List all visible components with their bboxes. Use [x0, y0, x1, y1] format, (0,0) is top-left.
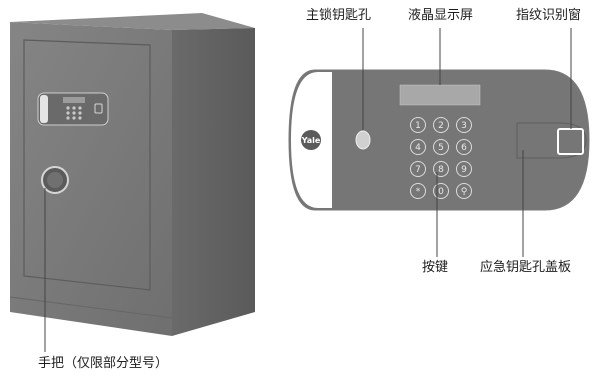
safe-keypad-panel [37, 92, 109, 126]
keypad-key: 3 [456, 117, 472, 133]
keypad-key-ring [410, 183, 426, 199]
keypad-key-ring [433, 117, 449, 133]
keypad-key-ring [410, 161, 426, 177]
keypad-key-ring [410, 139, 426, 155]
handle-label: 手把（仅限部分型号） [38, 356, 169, 371]
lcd-screen [399, 84, 481, 106]
keypad-key: 9 [456, 161, 472, 177]
keypad-key-label: 0 [438, 187, 444, 197]
yale-logo: Yale [301, 130, 321, 150]
keypad-key-ring [433, 183, 449, 199]
fingerprint-window-label: 指纹识别窗 [516, 8, 582, 23]
keypad-key-label: 2 [438, 121, 444, 131]
keypad-key-ring [433, 161, 449, 177]
safe-side-face [172, 28, 255, 336]
keypad-key-ring [456, 139, 472, 155]
safe-illustration: 手把（仅限部分型号） [0, 0, 270, 381]
safe-handle [41, 166, 69, 194]
panel-diagram: Yale 1 2 3 4 5 6 7 8 9 * 0 ⚲ 主锁钥匙孔 液晶显示屏 指纹识别窗 按键 应… [280, 0, 596, 381]
keypad-key-label: 8 [438, 165, 444, 175]
keypad-key: * [410, 183, 426, 199]
emergency-keyhole-cover [516, 122, 587, 159]
keypad-key-ring [456, 117, 472, 133]
keypad-key: 5 [433, 139, 449, 155]
keypad-key: 6 [456, 139, 472, 155]
keypad-key-label: ⚲ [461, 187, 468, 197]
keypad-key-label: 4 [415, 143, 421, 153]
keypad-key: ⚲ [456, 183, 472, 199]
keypad-key-label: 6 [461, 143, 467, 153]
svg-text:Yale: Yale [301, 136, 321, 145]
safe-door [23, 39, 151, 291]
keypad-key: 4 [410, 139, 426, 155]
keypad-key-ring [456, 161, 472, 177]
keypad: 1 2 3 4 5 6 7 8 9 * 0 ⚲ [410, 117, 472, 199]
keypad-key-ring [456, 183, 472, 199]
keypad-key-label: 9 [461, 165, 467, 175]
keypad-key-ring [433, 139, 449, 155]
safe-top-face [10, 13, 255, 30]
keypad-key: 2 [433, 117, 449, 133]
keypad-key: 8 [433, 161, 449, 177]
main-keyhole-label: 主锁钥匙孔 [306, 8, 372, 23]
keypad-key-label: 7 [415, 165, 421, 175]
keypad-key: 1 [410, 117, 426, 133]
keypad-key-label: * [416, 187, 421, 197]
keypad-key: 0 [433, 183, 449, 199]
safe-front-face [10, 22, 172, 336]
keypad-key: 7 [410, 161, 426, 177]
keypad-key-ring [410, 117, 426, 133]
keypad-key-label: 1 [415, 121, 421, 131]
keypad-label: 按键 [422, 260, 449, 275]
main-keyhole [355, 130, 371, 150]
keypad-key-label: 3 [461, 121, 467, 131]
emergency-cover-label: 应急钥匙孔盖板 [480, 260, 572, 275]
lcd-screen-label: 液晶显示屏 [408, 8, 474, 23]
keypad-key-label: 5 [438, 143, 444, 153]
